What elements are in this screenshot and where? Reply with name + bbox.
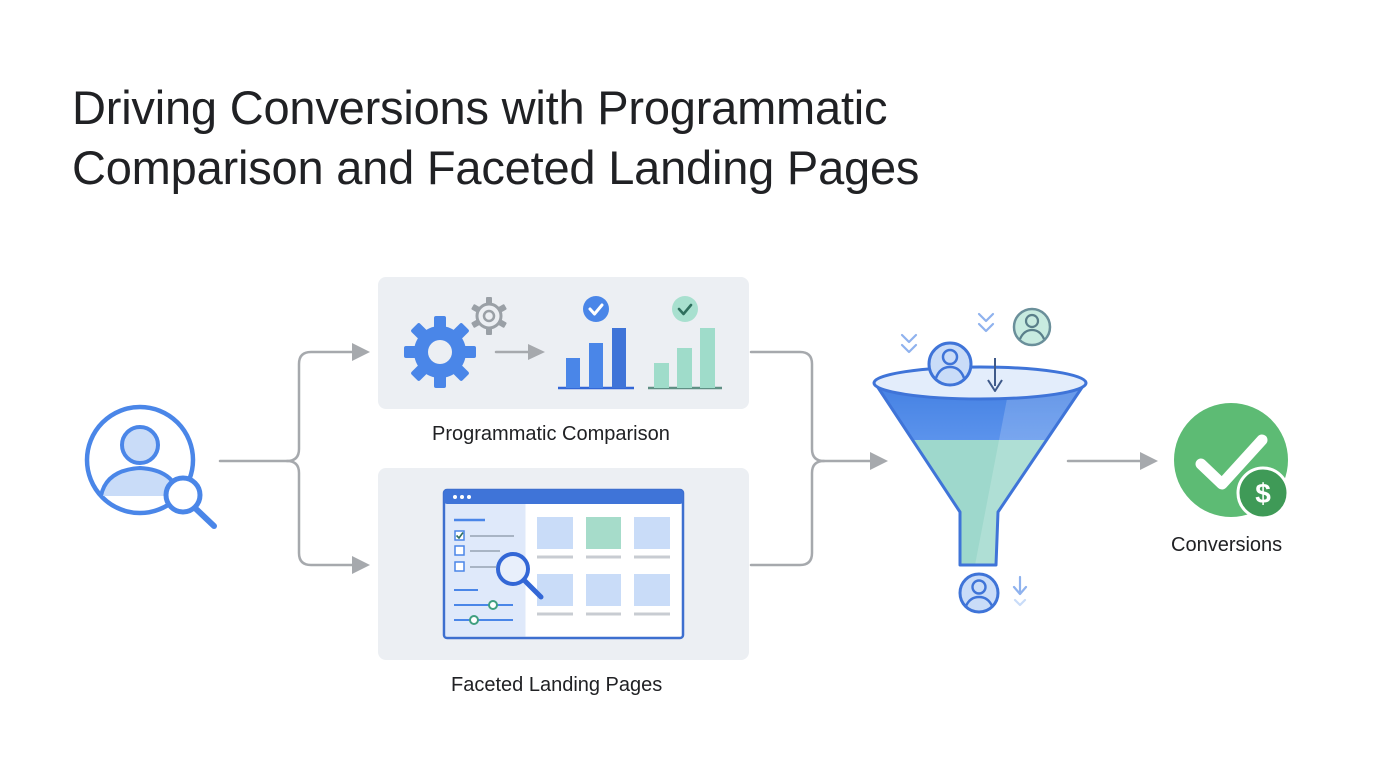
user-search-icon [84, 404, 217, 529]
faceted-browser-icon [442, 488, 685, 640]
user-avatar-icon [1012, 307, 1052, 347]
conversions-label: Conversions [1171, 534, 1283, 556]
currency-symbol: $ [1255, 478, 1271, 509]
check-dollar-icon: $ [1174, 403, 1290, 520]
conversion-funnel-icon [872, 358, 1088, 567]
title-line-1: Driving Conversions with Programmatic [72, 81, 888, 134]
title-line-2: Comparison and Faceted Landing Pages [72, 141, 920, 194]
user-avatar-icon [958, 572, 1000, 614]
page-title: Driving Conversions with Programmatic Co… [72, 78, 919, 198]
gear-icon [404, 297, 507, 388]
bar-chart-check-icon [558, 296, 634, 390]
faceted-landing-pages-label: Faceted Landing Pages [451, 674, 663, 696]
arrowheads [352, 343, 1158, 574]
chevron-down-icon [900, 312, 1028, 607]
connector-lines [218, 350, 1142, 567]
bar-chart-check-icon [648, 296, 722, 390]
programmatic-comparison-label: Programmatic Comparison [432, 423, 670, 445]
user-avatar-icon [927, 341, 973, 387]
